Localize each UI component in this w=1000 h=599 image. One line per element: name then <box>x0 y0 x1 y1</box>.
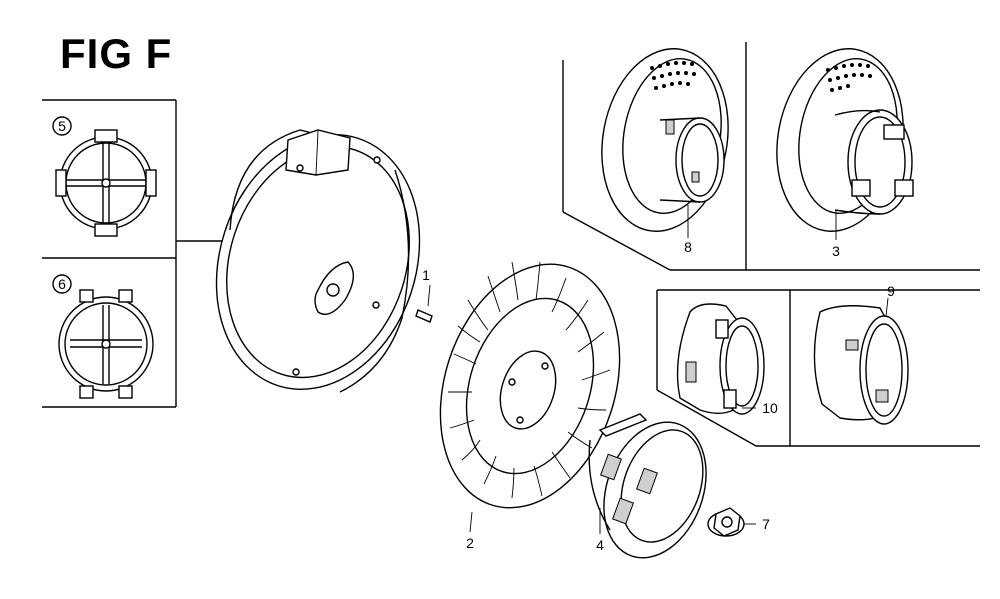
starter-pulley-variant-8: 8 <box>601 48 729 255</box>
rotor-variant-5: 5 <box>52 116 157 237</box>
callout-6: 6 <box>58 276 66 292</box>
woodruff-key: 1 <box>415 267 433 323</box>
figure-title: FIG F <box>60 30 173 77</box>
callout-7: 7 <box>762 516 770 532</box>
callout-2: 2 <box>466 535 474 551</box>
starter-pulley-variant-3: 3 <box>776 48 914 259</box>
callout-1: 1 <box>422 267 430 283</box>
sleeve-variant-10: 10 <box>676 303 778 416</box>
variant-inset-panel <box>42 99 222 408</box>
callout-3: 3 <box>832 243 840 259</box>
flange-nut: 7 <box>707 507 770 537</box>
starter-pulley: 4 <box>588 413 707 559</box>
variant-panels-right <box>562 42 980 447</box>
callout-4: 4 <box>596 537 604 553</box>
sleeve-variant-9: 9 <box>813 283 909 425</box>
callout-10: 10 <box>762 400 778 416</box>
callout-9: 9 <box>887 283 895 299</box>
callout-5: 5 <box>58 118 66 134</box>
rotor-variant-6: 6 <box>52 274 154 399</box>
callout-8: 8 <box>684 239 692 255</box>
flywheel-rotor <box>215 129 421 393</box>
cooling-fan: 2 <box>439 261 621 551</box>
